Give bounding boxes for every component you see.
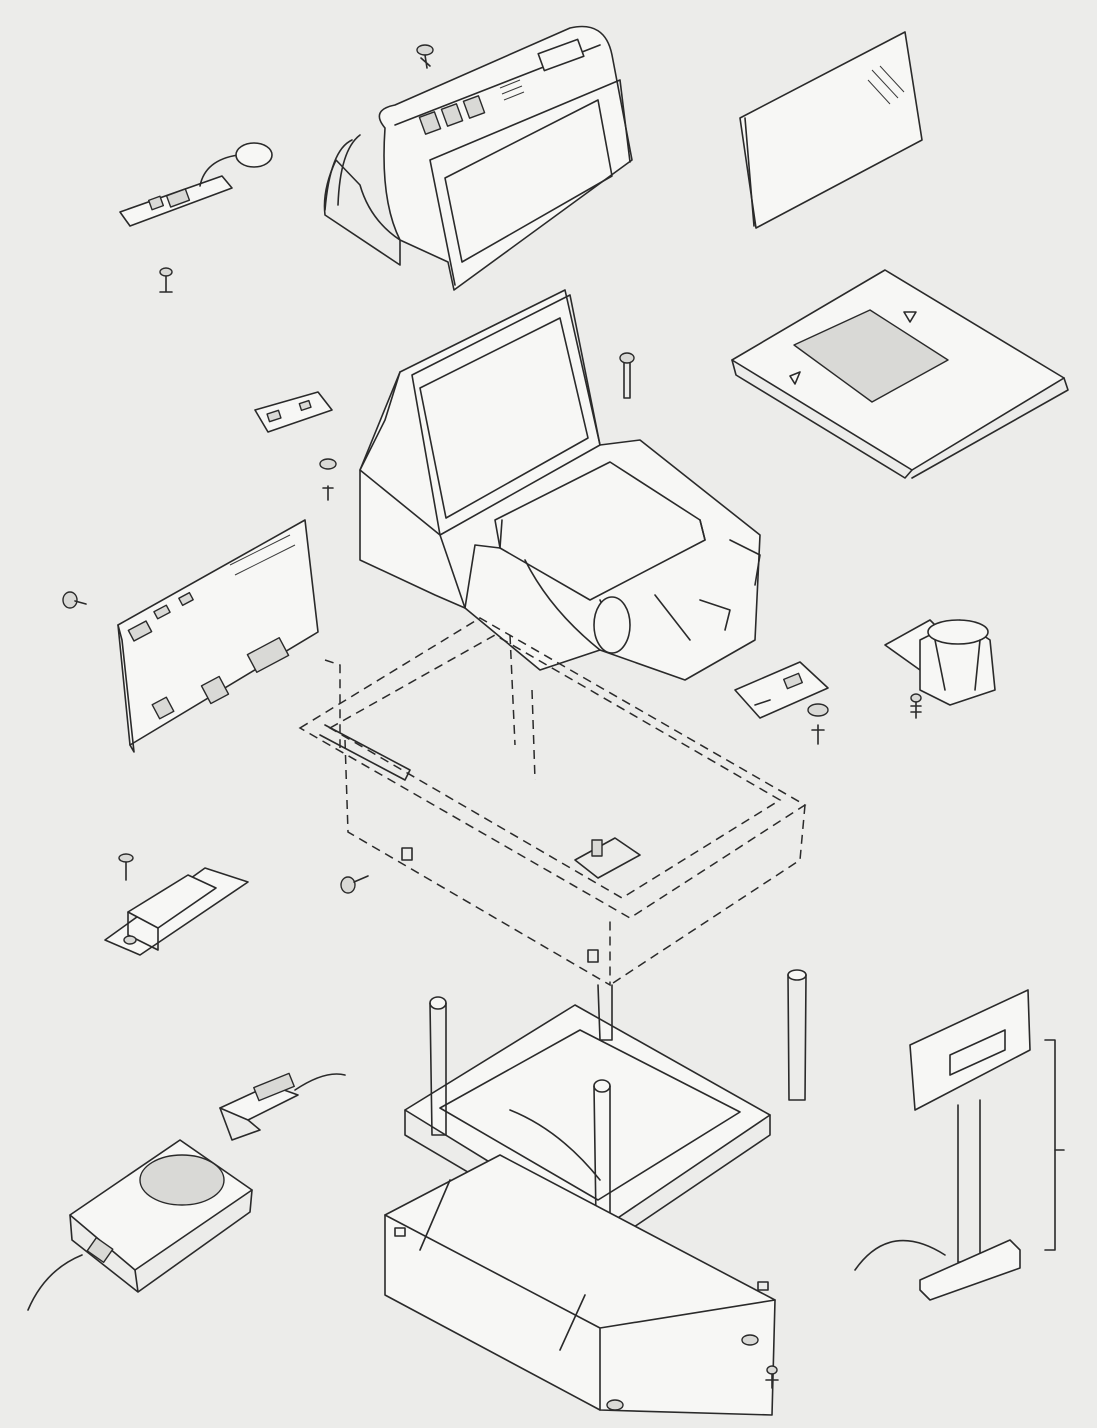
pole-display	[854, 989, 1065, 1301]
speaker-board	[119, 142, 273, 227]
washer-right	[807, 703, 829, 745]
screw-center	[619, 352, 635, 399]
circuit-board-right	[734, 661, 829, 719]
scanner-body	[359, 289, 761, 681]
screw-left-upper	[159, 267, 173, 293]
power-supply	[27, 1139, 253, 1311]
base-tray	[384, 1154, 776, 1416]
chassis-frame	[298, 617, 807, 987]
top-plate	[731, 269, 1069, 479]
screw-left-mid	[62, 591, 87, 609]
screw-left-lower	[118, 853, 134, 881]
washer-left	[319, 458, 337, 501]
power-module	[104, 867, 249, 956]
connector	[219, 1072, 346, 1141]
glass-plate	[739, 31, 923, 229]
screw-top	[416, 44, 434, 69]
motor-assembly	[884, 619, 996, 706]
screw-frame	[340, 875, 369, 894]
main-circuit-board	[117, 519, 319, 753]
screw-motor	[910, 693, 922, 719]
small-circuit-board	[254, 391, 333, 433]
guide-pin-right	[787, 969, 807, 1101]
display-hood	[323, 25, 633, 291]
screw-bottom	[765, 1365, 779, 1389]
